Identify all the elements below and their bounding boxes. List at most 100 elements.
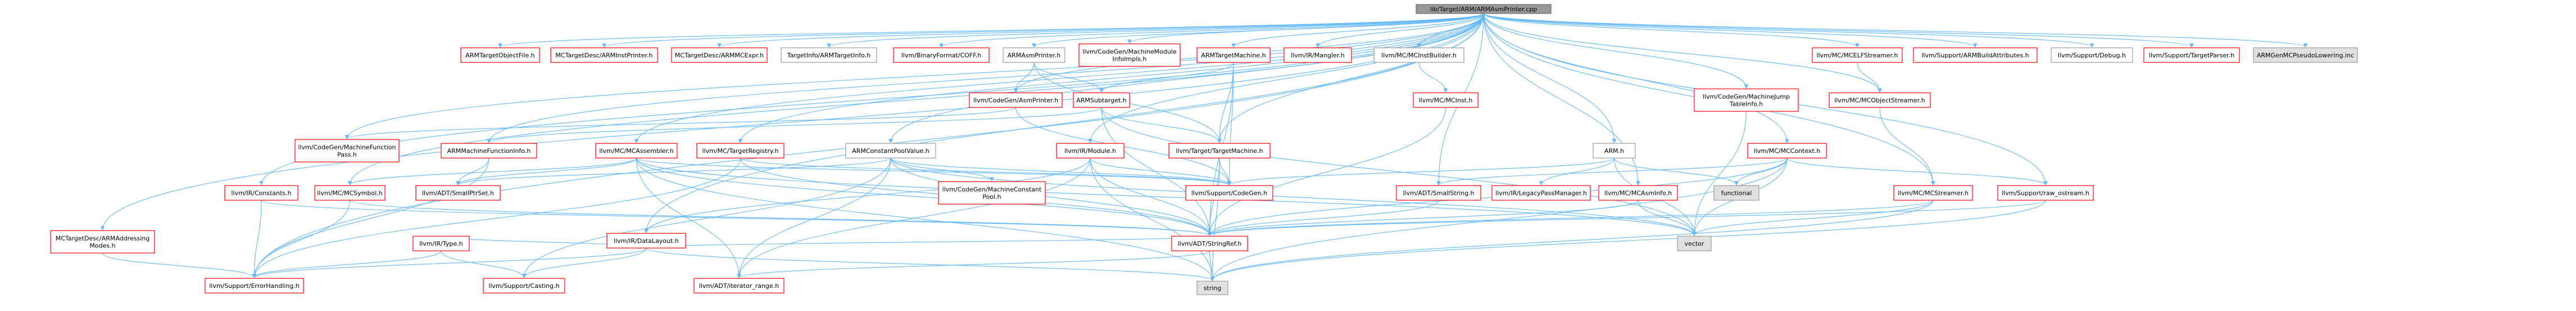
edge-llvm-ir-constants-h-to-llvm-adt-stringref-h: [261, 200, 1212, 236]
node-box: [314, 185, 386, 201]
edge-lib-target-arm-armasmprinter-cpp-to-arm-h: [1483, 13, 1617, 143]
node-llvm-ir-constants-h[interactable]: llvm/IR/Constants.h: [224, 185, 298, 201]
edges-layer: [100, 13, 2308, 281]
edge-llvm-mc-targetregistry-h-to-llvm-support-errorhandling-h: [252, 157, 741, 278]
node-label: Modes.h: [89, 242, 115, 250]
node-armtargetmachine-h[interactable]: ARMTargetMachine.h: [1196, 47, 1271, 63]
edge-llvm-ir-datalayout-h-to-llvm-support-errorhandling-h: [252, 247, 647, 278]
node-label: llvm/ADT/StringRef.h: [1178, 240, 1242, 247]
node-label: TargetInfo/ARMTargetInfo.h: [787, 52, 870, 59]
edge-lib-target-arm-armasmprinter-cpp-to-armtargetmachine-h: [1231, 13, 1484, 48]
node-label: llvm/BinaryFormat/COFF.h: [901, 52, 982, 59]
node-llvm-target-targetmachine-h[interactable]: llvm/Target/TargetMachine.h: [1168, 143, 1271, 159]
node-box: [1056, 143, 1124, 159]
node-label: llvm/ADT/iterator_range.h: [699, 282, 779, 290]
node-label: llvm/IR/DataLayout.h: [614, 237, 679, 245]
node-label: llvm/CodeGen/MachineFunction: [298, 144, 396, 151]
node-box: [1396, 185, 1481, 201]
edge-llvm-mc-mcassembler-h-to-llvm-adt-stringref-h: [636, 157, 1212, 236]
node-llvm-adt-stringref-h[interactable]: llvm/ADT/StringRef.h: [1171, 236, 1248, 251]
node-mctargetdesc-armmcexpr-h[interactable]: MCTargetDesc/ARMMCExpr.h: [671, 47, 768, 63]
node-llvm-support-raw-ostream-h[interactable]: llvm/Support/raw_ostream.h: [1997, 185, 2094, 201]
edge-lib-target-arm-armasmprinter-cpp-to-llvm-target-targetmachine-h: [1217, 13, 1484, 143]
edge-lib-target-arm-armasmprinter-cpp-to-llvm-mc-targetregistry-h: [738, 13, 1484, 143]
node-label: llvm/MC/MCAssembler.h: [599, 147, 673, 155]
node-llvm-ir-mangler-h[interactable]: llvm/IR/Mangler.h: [1284, 47, 1352, 63]
edge-lib-target-arm-armasmprinter-cpp-to-armtargetobjectfile-h: [498, 13, 1484, 48]
node-llvm-mc-mccontext-h[interactable]: llvm/MC/MCContext.h: [1747, 143, 1827, 159]
edge-arm-h-to-llvm-support-codegen-h: [1227, 157, 1615, 186]
node-label: MCTargetDesc/ARMAddressing: [56, 235, 149, 242]
node-llvm-mc-mcelfstreamer-h[interactable]: llvm/MC/MCELFStreamer.h: [1812, 47, 1903, 63]
node-label: llvm/IR/Constants.h: [231, 190, 291, 197]
edge-llvm-ir-datalayout-h-to-llvm-adt-stringref-h: [646, 235, 1212, 249]
node-mctargetdesc-arminstprinter-h[interactable]: MCTargetDesc/ARMInstPrinter.h: [550, 47, 658, 63]
node-box: [441, 143, 537, 159]
edge-llvm-support-raw-ostream-h-to-llvm-adt-stringref-h: [1207, 200, 2046, 236]
node-label: lib/Target/ARM/ARMAsmPrinter.cpp: [1430, 6, 1538, 13]
node-armasmprinter-h: ARMAsmPrinter.h: [1003, 47, 1065, 63]
node-llvm-adt-smallptrset-h[interactable]: llvm/ADT/SmallPtrSet.h: [415, 185, 501, 201]
node-label: llvm/CodeGen/MachineModule: [1082, 48, 1176, 56]
node-box: [2253, 47, 2358, 63]
node-box: [1747, 143, 1827, 159]
node-arm-h: ARM.h: [1593, 143, 1636, 159]
node-label: llvm/CodeGen/MachineJump: [1703, 93, 1790, 101]
node-label: ARMGenMCPseudoLowering.inc: [2257, 52, 2354, 59]
edge-llvm-mc-mcassembler-h-to-llvm-adt-smallptrset-h: [456, 157, 637, 186]
node-llvm-mc-mcasminfo-h[interactable]: llvm/MC/MCAsmInfo.h: [1598, 185, 1678, 201]
node-llvm-adt-iterator-range-h[interactable]: llvm/ADT/iterator_range.h: [693, 278, 784, 294]
node-llvm-mc-mcassembler-h[interactable]: llvm/MC/MCAssembler.h: [595, 143, 678, 159]
node-llvm-mc-mcsymbol-h[interactable]: llvm/MC/MCSymbol.h: [314, 185, 386, 201]
node-llvm-ir-module-h[interactable]: llvm/IR/Module.h: [1056, 143, 1124, 159]
node-box: [1598, 185, 1678, 201]
node-llvm-mc-targetregistry-h[interactable]: llvm/MC/TargetRegistry.h: [696, 143, 784, 159]
node-box: [1413, 92, 1479, 108]
node-label: llvm/Support/Debug.h: [2058, 52, 2126, 59]
node-box: [412, 236, 470, 251]
node-llvm-mc-mcstreamer-h[interactable]: llvm/MC/MCStreamer.h: [1893, 185, 1973, 201]
node-llvm-support-codegen-h[interactable]: llvm/Support/CodeGen.h: [1185, 185, 1273, 201]
edge-llvm-codegen-asmprinter-h-to-llvm-codegen-machinefunction-pass-h: [344, 107, 1017, 139]
node-llvm-mc-mcinst-h[interactable]: llvm/MC/MCInst.h: [1413, 92, 1479, 108]
node-label: ARM.h: [1604, 147, 1624, 155]
node-llvm-support-errorhandling-h[interactable]: llvm/Support/ErrorHandling.h: [205, 278, 304, 294]
edge-llvm-mc-mcstreamer-h-to-llvm-adt-stringref-h: [1207, 200, 1934, 236]
edge-lib-target-arm-armasmprinter-cpp-to-llvm-mc-mcobjectstreamer-h: [1483, 13, 1882, 93]
edge-llvm-mc-mcasminfo-h-to-llvm-adt-stringref-h: [1207, 200, 1639, 236]
node-llvm-ir-datalayout-h[interactable]: llvm/IR/DataLayout.h: [606, 233, 686, 249]
node-box: [893, 47, 990, 63]
node-label: ARMConstantPoolValue.h: [852, 147, 929, 155]
node-llvm-support-casting-h[interactable]: llvm/Support/Casting.h: [483, 278, 565, 294]
node-llvm-mc-mcobjectstreamer-h[interactable]: llvm/MC/MCObjectStreamer.h: [1829, 92, 1931, 108]
edge-lib-target-arm-armasmprinter-cpp-to-llvm-codegen-machinefunction-pass-h: [344, 13, 1484, 139]
node-llvm-ir-legacypassmanager-h[interactable]: llvm/IR/LegacyPassManager.h: [1491, 185, 1591, 201]
node-armtargetobjectfile-h[interactable]: ARMTargetObjectFile.h: [460, 47, 540, 63]
node-llvm-support-armbuildattributes-h[interactable]: llvm/Support/ARMBuildAttributes.h: [1913, 47, 2038, 63]
node-box: [1677, 236, 1712, 251]
node-armsubtarget-h[interactable]: ARMSubtarget.h: [1073, 92, 1130, 108]
node-label: llvm/Support/CodeGen.h: [1191, 190, 1267, 197]
edge-armsubtarget-h-to-llvm-target-targetmachine-h: [1101, 107, 1222, 143]
node-llvm-ir-type-h[interactable]: llvm/IR/Type.h: [412, 236, 470, 251]
edge-armtargetmachine-h-to-armsubtarget-h: [1099, 62, 1234, 93]
node-llvm-adt-smallstring-h[interactable]: llvm/ADT/SmallString.h: [1396, 185, 1481, 201]
edge-lib-target-arm-armasmprinter-cpp-to-llvm-support-targetparser-h: [1483, 13, 2194, 48]
node-label: llvm/MC/MCStreamer.h: [1898, 190, 1969, 197]
node-box: [1812, 47, 1903, 63]
edge-armsubtarget-h-to-armmachinefunctioninfo-h: [487, 107, 1102, 143]
node-llvm-codegen-asmprinter-h[interactable]: llvm/CodeGen/AsmPrinter.h: [969, 92, 1063, 108]
node-llvm-support-targetparser-h[interactable]: llvm/Support/TargetParser.h: [2143, 47, 2240, 63]
edge-llvm-mc-mcassembler-h-to-vector: [636, 157, 1697, 236]
node-armmachinefunctioninfo-h[interactable]: ARMMachineFunctionInfo.h: [441, 143, 537, 159]
node-llvm-binaryformat-coff-h[interactable]: llvm/BinaryFormat/COFF.h: [893, 47, 990, 63]
node-targetinfo-armtargetinfo-h: TargetInfo/ARMTargetInfo.h: [781, 47, 877, 63]
node-label: llvm/IR/Type.h: [419, 240, 462, 247]
edge-llvm-adt-stringref-h-to-llvm-adt-iterator-range-h: [737, 250, 1210, 278]
node-label: llvm/Support/Casting.h: [488, 282, 559, 290]
